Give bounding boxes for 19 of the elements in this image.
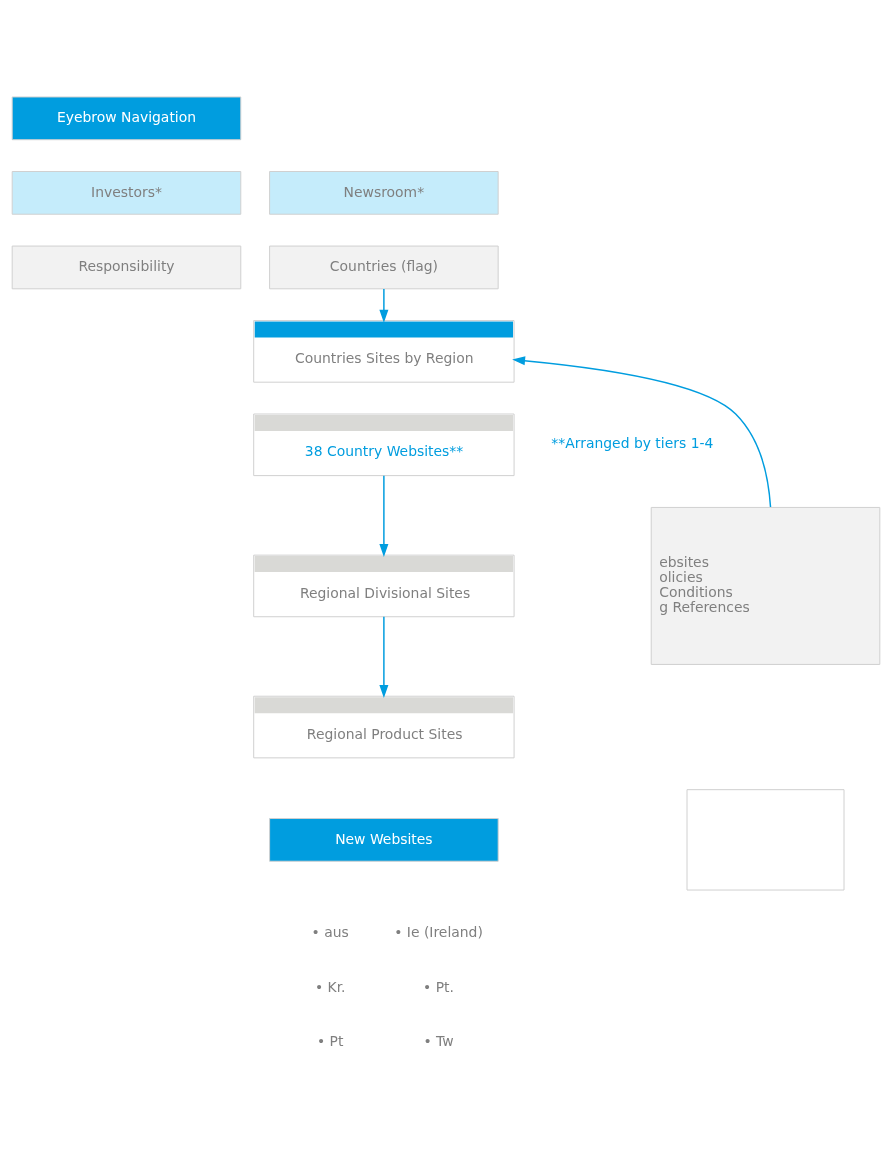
arrow: [512, 355, 772, 508]
arrow: [379, 615, 389, 698]
node-box: [686, 788, 845, 891]
arrow: [379, 287, 389, 323]
node-box: Newsroom*: [269, 170, 499, 215]
node-box: Eyebrow Navigation: [11, 96, 242, 140]
label: • aus: [311, 923, 349, 940]
node-box: New Websites: [269, 817, 499, 862]
label: • Pt.: [423, 978, 454, 995]
label: • Ie (Ireland): [394, 923, 483, 940]
arrow: [379, 474, 389, 557]
label: • Tw: [423, 1032, 454, 1049]
node-box: Countries (flag): [269, 245, 499, 289]
node-box: ebsites olicies Conditions g References: [650, 506, 881, 665]
node-label: **Arranged by tiers 1-4: [551, 434, 714, 451]
node-box: Responsibility: [11, 245, 242, 289]
node-box: Investors*: [11, 170, 242, 215]
label: • Pt: [316, 1032, 344, 1049]
label: • Kr.: [314, 978, 346, 995]
